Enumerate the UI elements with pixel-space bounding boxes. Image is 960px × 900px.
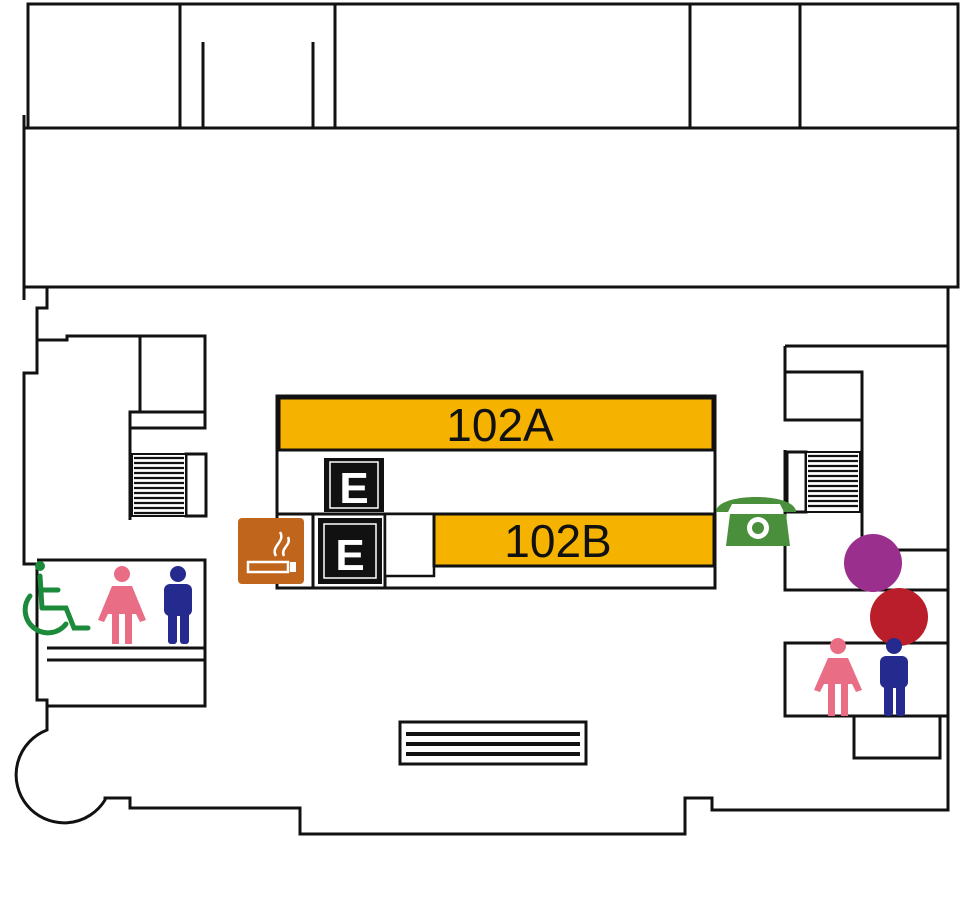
wheelchair-icon[interactable] <box>22 561 91 636</box>
right-stairs <box>805 451 861 513</box>
man-icon-left[interactable] <box>164 566 192 644</box>
walls <box>14 2 960 836</box>
right-restroom-block <box>783 641 950 718</box>
purple-marker[interactable] <box>844 534 902 592</box>
elevator-upper-label: E <box>339 464 368 513</box>
escalator <box>398 720 588 766</box>
left-stair-landing <box>184 452 208 518</box>
room-102b[interactable]: 102B <box>432 512 716 568</box>
smoking-area-icon[interactable] <box>238 518 304 584</box>
woman-icon-right[interactable] <box>814 638 862 716</box>
north-corridor-outline <box>22 126 960 289</box>
room-102b-label: 102B <box>504 515 611 567</box>
room-102a-label: 102A <box>446 399 554 451</box>
left-service-block <box>37 334 207 414</box>
room-102a[interactable]: 102A <box>277 396 715 452</box>
left-stair-enclosure <box>128 410 207 430</box>
left-stairs <box>131 453 187 517</box>
main-floor-outline <box>14 285 950 836</box>
right-service-block <box>783 344 948 422</box>
man-icon-right[interactable] <box>880 638 908 716</box>
elevator-lower-label: E <box>335 531 364 580</box>
right-stair-landing <box>785 450 808 514</box>
telephone-icon[interactable] <box>716 497 796 546</box>
left-restroom-block <box>37 558 207 708</box>
right-lower-room <box>852 716 942 760</box>
woman-icon-left[interactable] <box>98 566 146 644</box>
elevator-lower[interactable]: E <box>318 518 382 584</box>
elevator-upper[interactable]: E <box>324 458 384 513</box>
red-marker[interactable] <box>870 588 928 646</box>
north-upper-wing-outline <box>26 2 960 130</box>
